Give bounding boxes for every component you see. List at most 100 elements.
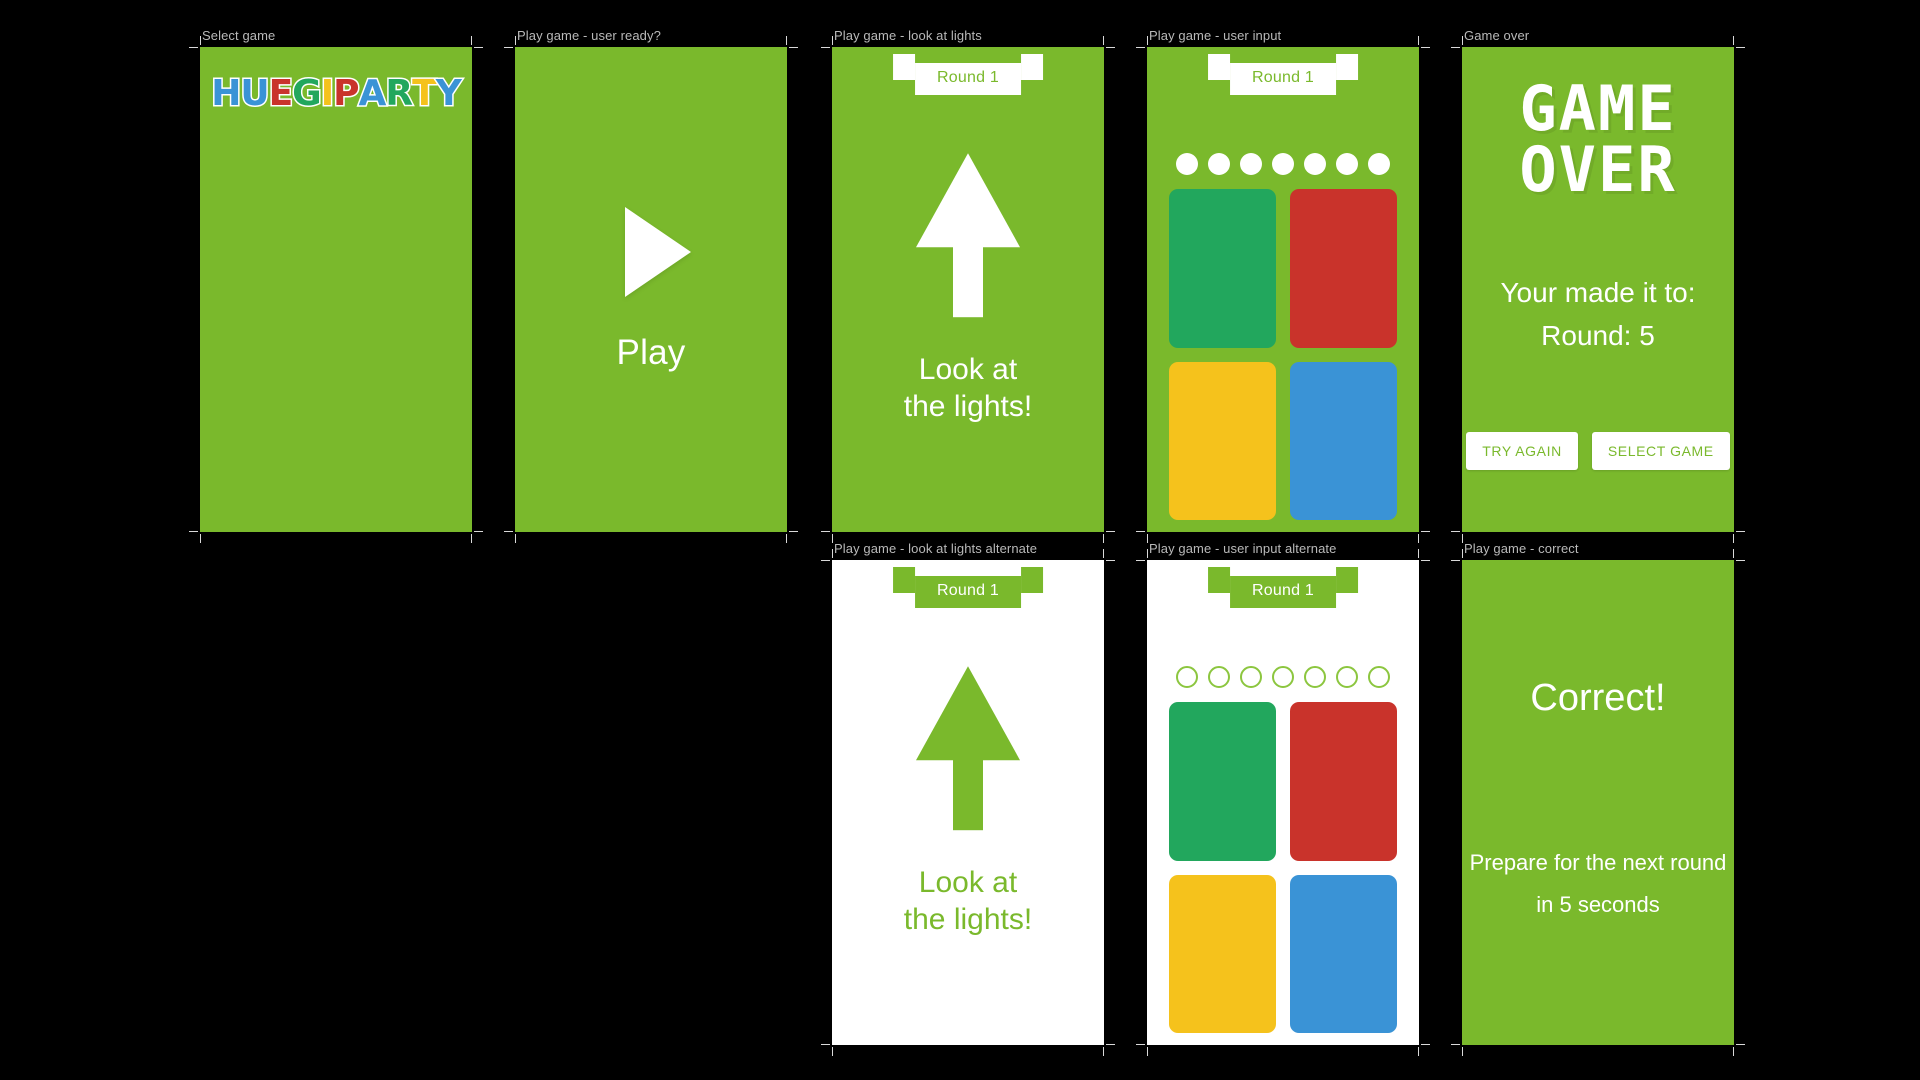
- frame-look-at-lights: Play game - look at lights Round 1 Look …: [821, 28, 1115, 543]
- tile-yellow[interactable]: [1169, 361, 1276, 520]
- logo-letter: T: [411, 71, 438, 115]
- frame-label-user-input: Play game - user input: [1149, 28, 1282, 43]
- logo-letter: U: [239, 71, 271, 115]
- tile-red[interactable]: [1290, 189, 1397, 348]
- round-label: Round 1: [1230, 63, 1336, 95]
- tile-green[interactable]: [1169, 189, 1276, 348]
- progress-dot: [1208, 666, 1230, 688]
- banner-tab-right: [1020, 567, 1043, 593]
- tile-blue[interactable]: [1290, 361, 1397, 520]
- frame-user-input: Play game - user input Round 1: [1136, 28, 1430, 543]
- logo-letter: A: [357, 71, 388, 115]
- select-game-button[interactable]: SELECT GAME: [1591, 432, 1730, 470]
- progress-dot: [1176, 153, 1198, 175]
- progress-dot: [1240, 666, 1262, 688]
- progress-dot: [1272, 666, 1294, 688]
- look-at-lights-content: Look at the lights!: [900, 665, 1036, 940]
- screen-user-ready: Play: [515, 47, 787, 532]
- play-triangle-icon: [625, 206, 691, 297]
- frame-look-at-lights-alt: Play game - look at lights alternate Rou…: [821, 541, 1115, 1056]
- screen-look-at-lights-alt: Round 1 Look at the lights!: [832, 560, 1104, 1045]
- frame-label-look-at-lights-alt: Play game - look at lights alternate: [834, 541, 1038, 556]
- correct-title: Correct!: [1530, 677, 1666, 719]
- frame-label-game-over: Game over: [1464, 28, 1530, 43]
- frame-game-over: Game over GAME OVER Your made it to: Rou…: [1451, 28, 1745, 543]
- play-label: Play: [616, 332, 686, 372]
- color-tile-grid: [1169, 189, 1397, 520]
- correct-subtitle-line2: in 5 seconds: [1536, 891, 1660, 917]
- frame-user-input-alt: Play game - user input alternate Round 1: [1136, 541, 1430, 1056]
- try-again-button[interactable]: TRY AGAIN: [1466, 432, 1578, 470]
- banner-tab-left: [893, 567, 916, 593]
- game-over-title: GAME OVER: [1462, 72, 1734, 206]
- play-button[interactable]: Play: [515, 47, 787, 532]
- progress-dots: [1176, 666, 1390, 688]
- progress-dot: [1272, 153, 1294, 175]
- logo-letter: P: [332, 71, 361, 115]
- progress-dot: [1368, 666, 1390, 688]
- screen-user-input: Round 1: [1147, 47, 1419, 532]
- tile-yellow[interactable]: [1169, 874, 1276, 1033]
- frame-correct: Play game - correct Correct! Prepare for…: [1451, 541, 1745, 1056]
- tile-green[interactable]: [1169, 702, 1276, 861]
- round-label: Round 1: [915, 63, 1021, 95]
- game-over-message: Your made it to: Round: 5: [1462, 271, 1734, 358]
- logo-letter: I: [319, 71, 336, 115]
- frame-select-game: Select game H U E G I P A R T Y: [189, 28, 483, 543]
- round-banner: Round 1: [1208, 54, 1358, 95]
- logo-letter: R: [384, 71, 415, 115]
- round-banner: Round 1: [893, 54, 1043, 95]
- screen-correct: Correct! Prepare for the next round in 5…: [1462, 560, 1734, 1045]
- round-label: Round 1: [915, 576, 1021, 608]
- progress-dots: [1176, 153, 1390, 175]
- frame-label-look-at-lights: Play game - look at lights: [834, 28, 982, 43]
- banner-tab-right: [1335, 567, 1358, 593]
- game-over-title-line2: OVER: [1519, 132, 1677, 206]
- frame-label-select-game: Select game: [202, 28, 276, 43]
- game-over-message-line2: Round: 5: [1541, 320, 1655, 352]
- look-at-lights-content: Look at the lights!: [900, 152, 1036, 427]
- progress-dot: [1368, 153, 1390, 175]
- look-at-lights-message: Look at the lights!: [903, 352, 1033, 424]
- banner-tab-right: [1335, 54, 1358, 80]
- correct-subtitle: Prepare for the next round in 5 seconds: [1462, 842, 1734, 926]
- game-over-actions: TRY AGAIN SELECT GAME: [1462, 432, 1734, 470]
- round-banner: Round 1: [1208, 567, 1358, 608]
- screen-game-over: GAME OVER Your made it to: Round: 5 TRY …: [1462, 47, 1734, 532]
- screen-select-game: H U E G I P A R T Y: [200, 47, 472, 532]
- tile-red[interactable]: [1290, 702, 1397, 861]
- tile-blue[interactable]: [1290, 874, 1397, 1033]
- progress-dot: [1176, 666, 1198, 688]
- correct-subtitle-line1: Prepare for the next round: [1469, 850, 1727, 875]
- progress-dot: [1304, 153, 1326, 175]
- progress-dot: [1336, 153, 1358, 175]
- frame-label-user-ready: Play game - user ready?: [517, 28, 661, 43]
- screen-look-at-lights: Round 1 Look at the lights!: [832, 47, 1104, 532]
- progress-dot: [1240, 153, 1262, 175]
- logo-letter: Y: [434, 71, 463, 115]
- progress-dot: [1336, 666, 1358, 688]
- round-label: Round 1: [1230, 576, 1336, 608]
- banner-tab-left: [1208, 567, 1231, 593]
- arrow-up-icon: [916, 665, 1020, 830]
- logo-bar: H U E G I P A R T Y: [200, 47, 472, 139]
- frame-label-user-input-alt: Play game - user input alternate: [1149, 541, 1337, 556]
- frame-user-ready: Play game - user ready? Play: [504, 28, 798, 543]
- color-tile-grid: [1169, 702, 1397, 1033]
- logo-letter: G: [291, 71, 324, 115]
- frame-label-correct: Play game - correct: [1464, 541, 1579, 556]
- game-over-title-line1: GAME: [1519, 72, 1677, 145]
- progress-dot: [1208, 153, 1230, 175]
- banner-tab-left: [1208, 54, 1231, 80]
- screen-user-input-alt: Round 1: [1147, 560, 1419, 1045]
- arrow-up-icon: [916, 152, 1020, 317]
- banner-tab-right: [1020, 54, 1043, 80]
- banner-tab-left: [893, 54, 916, 80]
- huegiparty-logo: H U E G I P A R T Y: [210, 71, 464, 115]
- game-over-message-line1: Your made it to:: [1500, 277, 1696, 308]
- logo-letter: E: [267, 71, 295, 115]
- round-banner: Round 1: [893, 567, 1043, 608]
- progress-dot: [1304, 666, 1326, 688]
- look-at-lights-message: Look at the lights!: [903, 865, 1033, 937]
